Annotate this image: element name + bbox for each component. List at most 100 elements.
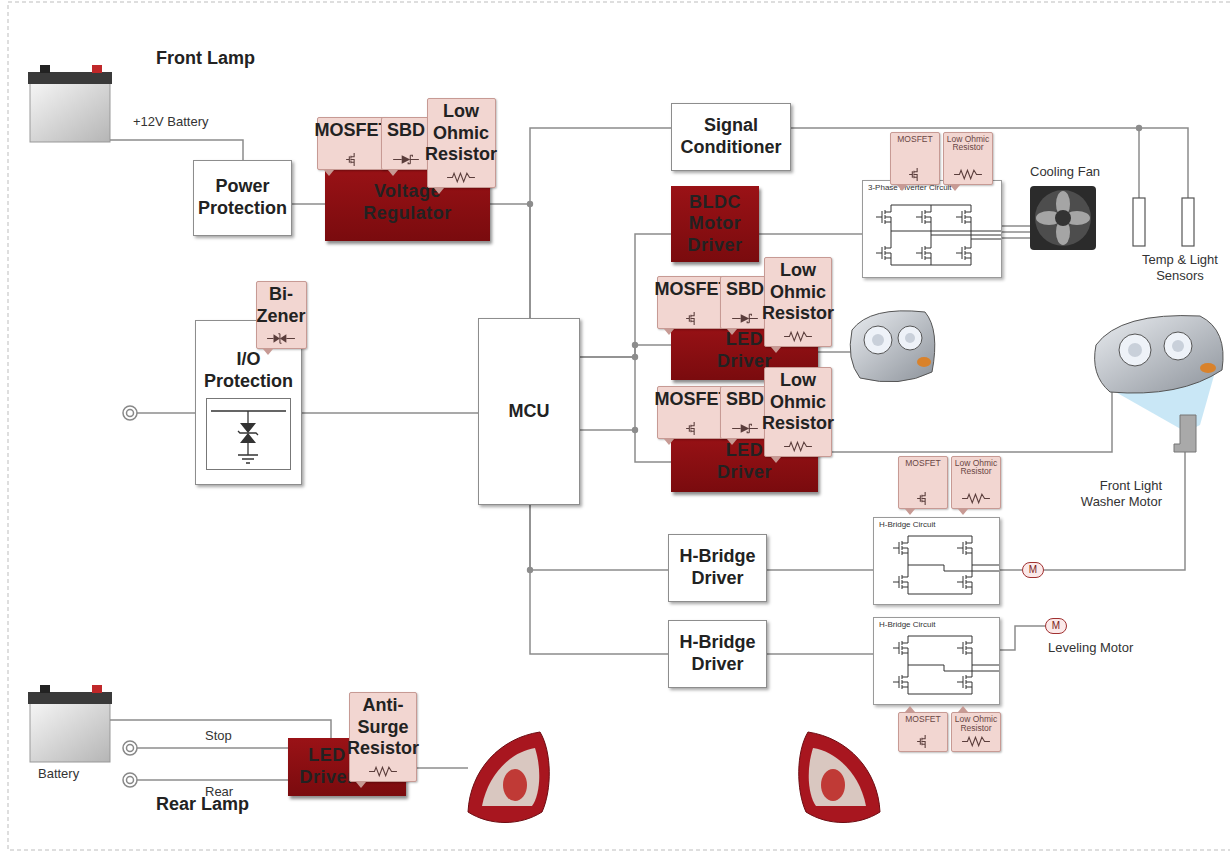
part-label: Leveling Motor	[1048, 640, 1133, 656]
battery-icon	[92, 65, 102, 73]
headlamp	[1172, 340, 1184, 352]
tail-lamp	[503, 769, 527, 801]
connector	[302, 412, 478, 414]
mosfet-symbol	[917, 735, 925, 748]
headlamp	[1164, 332, 1192, 360]
sensor	[1133, 198, 1194, 246]
cooling-fan	[1055, 210, 1071, 226]
diode-symbol	[732, 314, 758, 323]
component-symbol	[446, 170, 476, 185]
connector-jack	[123, 406, 137, 787]
wire	[818, 392, 1112, 452]
connector	[292, 203, 325, 205]
node-text: MCU	[509, 401, 550, 423]
part-tag: Low Ohmic Resistor	[943, 132, 993, 185]
connector-jack	[123, 773, 137, 787]
mosfet-symbol	[686, 422, 694, 435]
headlamp	[1128, 343, 1142, 357]
battery-icon	[28, 65, 112, 142]
layout-part: +12V Battery	[133, 114, 209, 130]
node-text: H-Bridge Driver	[673, 546, 762, 589]
component-symbol	[783, 329, 813, 344]
connector	[580, 345, 671, 357]
battery-icon	[28, 692, 112, 704]
bi-zener-symbol	[211, 411, 286, 463]
component-symbol	[961, 734, 991, 749]
tail-lamp	[809, 748, 866, 806]
part-tag: Low Ohmic Resistor	[764, 257, 832, 347]
motor-symbol: M	[1022, 562, 1044, 578]
component-symbol	[677, 421, 707, 436]
bi-zener-symbol	[240, 423, 256, 443]
connector	[530, 505, 668, 654]
inverter-schematic	[863, 197, 1001, 277]
wire	[818, 351, 852, 353]
mosfet-symbol	[686, 312, 694, 325]
layout-part: Leveling Motor	[1048, 640, 1133, 656]
part-name: MOSFET	[655, 389, 730, 411]
resistor-symbol	[784, 332, 812, 341]
connector	[767, 569, 873, 571]
node-text: Power Protection	[198, 176, 287, 219]
connector	[530, 128, 671, 318]
node-text: M	[1052, 621, 1060, 631]
protection-schematic-frame	[206, 398, 291, 470]
headlamp	[917, 357, 931, 367]
node-text: I/O Protection	[204, 349, 293, 392]
layout-part: Stop	[205, 728, 232, 744]
part-label: Stop	[205, 728, 232, 744]
headlamp	[850, 311, 935, 382]
part-label: Temp & Light Sensors	[1136, 252, 1224, 283]
part-label: Front Light Washer Motor	[1070, 478, 1162, 509]
tail-lamp	[799, 732, 880, 823]
part-name: SBD	[726, 279, 764, 301]
node-text: H-Bridge Driver	[673, 632, 762, 675]
rear-lamp-panel: Rear LampLED DriverAnti-Surge Resistor	[156, 706, 429, 824]
part-tag: Anti-Surge Resistor	[349, 692, 417, 782]
part-tag: MOSFET	[657, 276, 727, 329]
cooling-fan	[1035, 190, 1091, 246]
wire	[1044, 452, 1185, 570]
h-bridge-schematic	[874, 532, 999, 604]
part-tag: MOSFET	[657, 386, 727, 439]
h-bridge-schematic	[893, 536, 999, 594]
h-bridge-schematic	[893, 636, 999, 694]
node-text: M	[1029, 565, 1037, 575]
battery-icon	[28, 72, 112, 84]
diode-symbol	[732, 424, 758, 433]
headlamp	[1095, 316, 1223, 393]
part-tag: Low Ohmic Resistor	[951, 456, 1001, 509]
mosfet-symbol	[917, 492, 925, 505]
node-text: Rear Lamp	[156, 794, 429, 816]
battery-icon	[30, 82, 110, 142]
sensor	[1182, 198, 1194, 246]
part-name: MOSFET	[897, 135, 932, 144]
resistor-symbol	[369, 767, 397, 776]
component-symbol	[953, 167, 983, 182]
part-name: SBD	[387, 120, 425, 142]
process-box: H-Bridge Driver	[668, 534, 767, 602]
headlamp	[850, 311, 935, 382]
component-symbol	[266, 331, 296, 346]
headlamp	[1119, 334, 1151, 366]
zener-symbol	[267, 334, 295, 344]
connector-jack	[127, 777, 134, 784]
cooling-fan	[1030, 186, 1096, 250]
mosfet-symbol	[909, 168, 917, 181]
component-symbol	[337, 152, 367, 167]
layout-part: Front Light Washer Motor	[1070, 478, 1162, 509]
process-box: Power Protection	[193, 160, 292, 236]
resistor-symbol	[954, 170, 982, 179]
part-name: Bi-Zener	[257, 284, 306, 327]
process-box: Signal Conditioner	[671, 103, 791, 171]
connector	[759, 233, 862, 235]
part-tag: MOSFET	[898, 712, 948, 752]
mcu-box: MCU	[478, 318, 580, 505]
connector	[767, 653, 873, 655]
washer-nozzle	[1174, 415, 1196, 452]
node-text: 3-Phase inverter Circuit	[868, 184, 996, 193]
part-name: Low Ohmic Resistor	[953, 459, 999, 477]
battery-icon	[30, 702, 110, 762]
layout-part: Cooling Fan	[1030, 164, 1100, 180]
washer-nozzle	[1174, 415, 1196, 452]
